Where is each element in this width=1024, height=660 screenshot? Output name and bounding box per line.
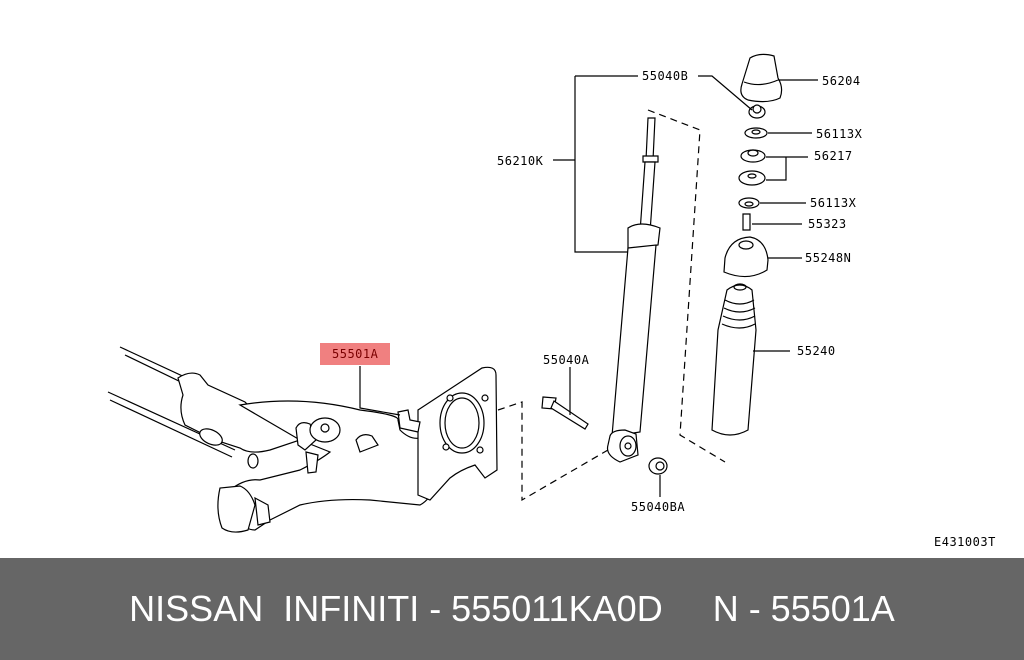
part-label-55323[interactable]: 55323 [808, 217, 847, 231]
part-label-55248n[interactable]: 55248N [805, 251, 852, 265]
footer-part-title: NISSAN INFINITI - 555011KA0D N - 55501A [129, 588, 895, 629]
shock-absorber-drawing [606, 117, 661, 463]
nut-55040ba-drawing [648, 457, 668, 475]
bolt-55040a-drawing [541, 396, 589, 430]
part-label-55240[interactable]: 55240 [797, 344, 836, 358]
part-label-56210k[interactable]: 56210K [497, 154, 544, 168]
leader-lines [359, 75, 818, 497]
parts-diagram: 55040B 56204 56210K 56113X 56217 56113X … [107, 53, 996, 549]
part-label-56217[interactable]: 56217 [814, 149, 853, 163]
part-label-55501a-highlighted[interactable]: 55501A [320, 343, 391, 365]
part-label-55040b[interactable]: 55040B [642, 69, 689, 83]
part-label-56204[interactable]: 56204 [822, 74, 861, 88]
part-label-56113x-lower[interactable]: 56113X [810, 196, 857, 210]
diagram-code: E431003T [934, 535, 996, 549]
top-mount-drawing [711, 53, 783, 436]
part-label-55040ba[interactable]: 55040BA [631, 500, 686, 514]
part-label-55040a[interactable]: 55040A [543, 353, 590, 367]
diagram-drawing [107, 53, 818, 533]
part-label-56113x-upper[interactable]: 56113X [816, 127, 863, 141]
rear-axle-beam-drawing [107, 346, 498, 533]
footer-bar: NISSAN INFINITI - 555011KA0D N - 55501A [0, 558, 1024, 660]
